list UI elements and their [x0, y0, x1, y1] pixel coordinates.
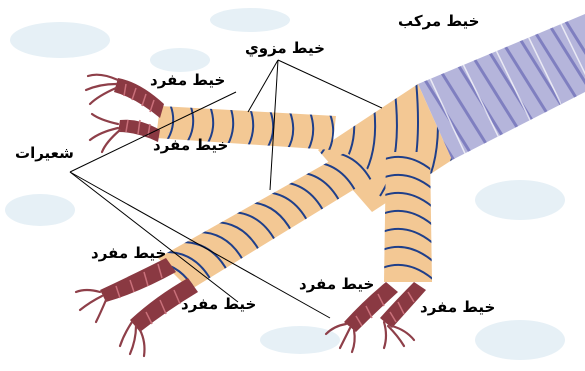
single-thread-label-bottom-left-2: خيط مفرد	[181, 297, 256, 312]
single-thread-label-bottom-right-1: خيط مفرد	[299, 277, 374, 292]
plied-thread-label: خيط مزوي	[245, 41, 325, 56]
plied-strand-left	[150, 142, 388, 292]
compound-thread-label: خيط مركب	[398, 14, 479, 29]
single-thread-label-top-1: خيط مفرد	[150, 73, 225, 88]
fibers-label: شعيرات	[15, 146, 74, 161]
plied-strand-right	[382, 152, 434, 282]
single-thread-label-bottom-right-2: خيط مفرد	[420, 300, 495, 315]
single-thread-label-top-2: خيط مفرد	[153, 138, 228, 153]
single-thread-label-bottom-left-1: خيط مفرد	[91, 246, 166, 261]
